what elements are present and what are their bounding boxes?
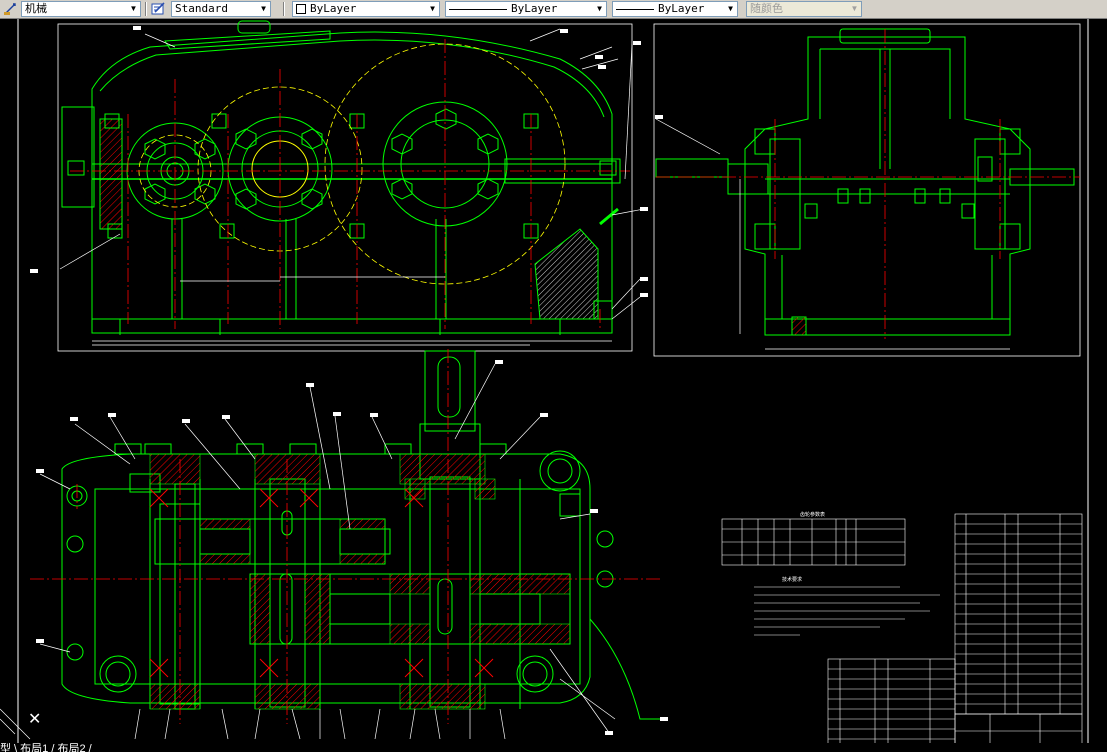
layer-color-select[interactable]: ByLayer ▼ <box>292 1 440 17</box>
dimension-style-icon[interactable] <box>2 1 20 17</box>
section-view-hatching <box>149 453 571 710</box>
lineweight-select[interactable]: ByLayer ▼ <box>612 1 738 17</box>
linetype-sample-icon <box>449 8 507 10</box>
layout-tabs[interactable]: 型 \ 布局1 / 布局2 / <box>0 743 92 752</box>
text-style-select[interactable]: Standard ▼ <box>171 1 271 17</box>
side-view <box>653 23 1081 357</box>
properties-toolbar: 机械 ▼ Standard ▼ ByLayer ▼ ByLayer ▼ ByLa… <box>0 0 1107 19</box>
ucs-icon: ✕ <box>28 711 42 728</box>
section-view-leaders <box>0 363 616 740</box>
layer-color-value: ByLayer <box>310 2 357 15</box>
section-view-centerlines <box>30 349 660 724</box>
lineweight-sample-icon <box>616 8 654 10</box>
part-balloons <box>30 26 668 735</box>
technical-requirements <box>754 586 940 636</box>
toolbar-divider <box>145 2 147 16</box>
front-view-dimensions <box>59 28 645 346</box>
front-view-centerlines <box>70 39 630 329</box>
gear-parameter-table-title: 齿轮参数表 <box>800 511 825 518</box>
lineweight-value: ByLayer <box>658 2 705 15</box>
color-swatch-icon <box>296 4 306 14</box>
chevron-down-icon[interactable]: ▼ <box>728 4 733 13</box>
parts-list-rows <box>828 523 1082 740</box>
linetype-value: ByLayer <box>511 2 558 15</box>
linetype-select[interactable]: ByLayer ▼ <box>445 1 607 17</box>
bearing-cross-marks <box>149 488 494 678</box>
drawing-canvas[interactable]: 齿轮参数表 技术要求 <box>0 19 1107 743</box>
front-view <box>57 20 633 352</box>
parts-list-table <box>827 513 1083 743</box>
chevron-down-icon[interactable]: ▼ <box>129 4 138 13</box>
chevron-down-icon: ▼ <box>850 4 859 13</box>
technical-requirements-title: 技术要求 <box>782 576 802 583</box>
plot-style-value: 随颜色 <box>750 3 783 15</box>
text-style-value: Standard <box>175 2 228 15</box>
gear-parameter-table <box>721 518 906 566</box>
drawing-frame <box>17 19 1089 743</box>
side-view-centerlines <box>656 29 1080 339</box>
chevron-down-icon[interactable]: ▼ <box>597 4 602 13</box>
text-style-icon[interactable] <box>150 1 168 17</box>
chevron-down-icon[interactable]: ▼ <box>430 4 435 13</box>
side-view-dimensions <box>655 118 1010 350</box>
dimension-style-select[interactable]: 机械 ▼ <box>21 1 141 17</box>
section-view <box>61 350 660 720</box>
plot-style-select[interactable]: 随颜色 ▼ <box>746 1 862 17</box>
dimension-style-value: 机械 <box>25 3 47 15</box>
chevron-down-icon[interactable]: ▼ <box>261 4 266 13</box>
toolbar-divider <box>283 2 285 16</box>
